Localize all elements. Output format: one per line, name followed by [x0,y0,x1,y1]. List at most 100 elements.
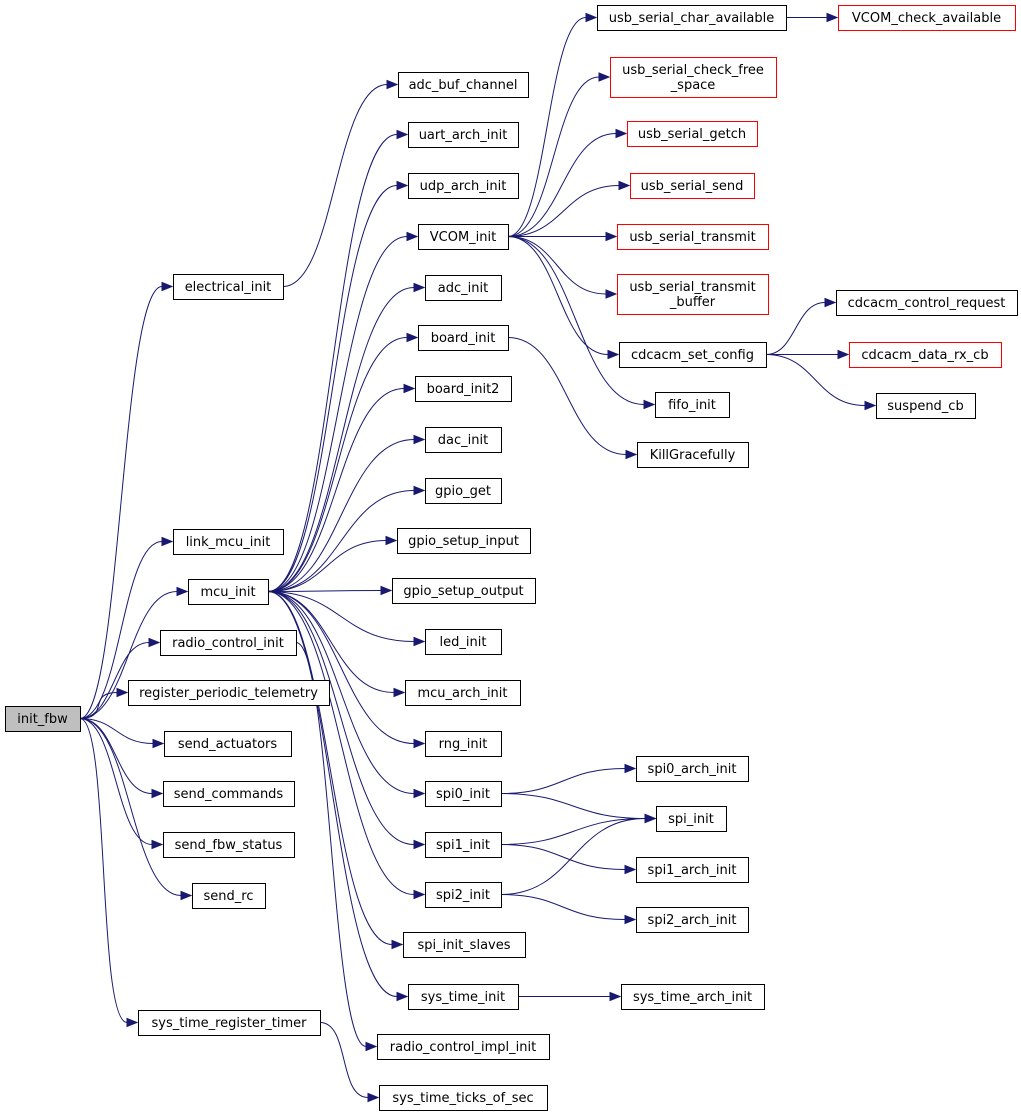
node-box [163,832,295,858]
node-sys-time-init[interactable]: sys_time_init [408,984,519,1010]
node-spi-init[interactable]: spi_init [656,806,727,832]
node-box [408,122,519,148]
node-gpio-get[interactable]: gpio_get [425,478,502,504]
node-killgracefully[interactable]: KillGracefully [637,442,749,468]
edge-vcom-init-to-usb-serial-char-available [507,12,598,237]
node-box [418,325,509,351]
node-usb-serial-check-free-space[interactable]: usb_serial_check_free_space [610,57,777,98]
node-init-fbw[interactable]: init_fbw [5,706,81,732]
node-spi-init-slaves[interactable]: spi_init_slaves [403,932,526,958]
node-label: usb_serial_send [641,179,744,194]
node-send-commands[interactable]: send_commands [163,781,295,807]
node-spi0-init[interactable]: spi0_init [425,781,502,807]
edge-init-fbw-to-send-actuators [79,718,165,749]
node-spi0-arch-init[interactable]: spi0_arch_init [636,756,749,782]
node-usb-serial-transmit-buffer[interactable]: usb_serial_transmit_buffer [617,274,769,315]
node-spi2-arch-init[interactable]: spi2_arch_init [636,907,749,933]
node-send-actuators[interactable]: send_actuators [164,731,292,757]
node-cdcacm-set-config[interactable]: cdcacm_set_config [619,342,767,368]
node-label: spi1_arch_init [648,863,737,878]
edge-electrical-init-to-adc-buf-channel [282,79,399,287]
node-suspend-cb[interactable]: suspend_cb [876,393,976,419]
node-cdcacm-control-request[interactable]: cdcacm_control_request [836,290,1018,316]
node-box [405,680,521,706]
node-vcom-init[interactable]: VCOM_init [418,224,509,250]
node-label: sys_time_ticks_of_sec [392,1091,533,1106]
edge-mcu-init-to-spi0-init [267,591,426,799]
node-adc-init[interactable]: adc_init [425,275,502,301]
node-label: send_commands [174,787,284,802]
node-label: board_init [431,331,496,346]
edge-mcu-init-to-sys-time-init [267,591,409,1002]
node-spi1-arch-init[interactable]: spi1_arch_init [636,857,749,883]
node-radio-control-impl-init[interactable]: radio_control_impl_init [377,1034,550,1060]
node-label: usb_serial_transmit [629,230,755,245]
node-spi1-init[interactable]: spi1_init [425,832,502,858]
edge-mcu-init-to-gpio-get [267,485,426,592]
edge-init-fbw-to-send-commands [79,718,164,799]
node-box [425,478,502,504]
node-box [415,376,512,402]
node-uart-arch-init[interactable]: uart_arch_init [408,122,519,148]
node-sys-time-ticks-of-sec[interactable]: sys_time_ticks_of_sec [379,1085,548,1111]
node-usb-serial-getch[interactable]: usb_serial_getch [627,121,758,147]
node-udp-arch-init[interactable]: udp_arch_init [408,173,519,199]
node-usb-serial-transmit[interactable]: usb_serial_transmit [617,224,769,250]
node-board-init[interactable]: board_init [418,325,509,351]
edge-vcom-init-to-usb-serial-send [507,180,631,237]
node-gpio-setup-input[interactable]: gpio_setup_input [397,528,531,554]
node-sys-time-arch-init[interactable]: sys_time_arch_init [621,984,765,1010]
node-sys-time-register-timer[interactable]: sys_time_register_timer [138,1010,321,1036]
node-box [617,274,769,315]
edge-mcu-init-to-dac-init [267,434,426,592]
node-fifo-init[interactable]: fifo_init [655,392,730,418]
edge-mcu-init-to-gpio-setup-output [267,585,393,596]
node-label: usb_serial_getch [638,127,746,142]
edge-init-fbw-to-link-mcu-init [79,536,174,719]
node-box [597,5,787,31]
node-box [656,806,727,832]
node-box [630,173,755,199]
edge-init-fbw-to-send-fbw-status [79,718,164,850]
node-rng-init[interactable]: rng_init [425,731,502,757]
node-vcom-check-available[interactable]: VCOM_check_available [838,5,1016,31]
node-register-periodic-telemetry[interactable]: register_periodic_telemetry [128,680,330,706]
node-box [425,781,502,807]
node-box [173,274,284,300]
node-board-init2[interactable]: board_init2 [415,376,512,402]
node-box [408,173,519,199]
node-box [849,342,1002,368]
node-spi2-init[interactable]: spi2_init [425,882,502,908]
node-radio-control-init[interactable]: radio_control_init [160,630,297,656]
node-adc-buf-channel[interactable]: adc_buf_channel [398,72,529,98]
node-led-init[interactable]: led_init [425,629,502,655]
node-label: spi0_init [436,787,490,802]
node-label: send_rc [204,889,254,904]
node-dac-init[interactable]: dac_init [425,427,502,453]
edge-mcu-init-to-led-init [267,591,426,647]
node-link-mcu-init[interactable]: link_mcu_init [173,529,284,555]
node-cdcacm-data-rx-cb[interactable]: cdcacm_data_rx_cb [849,342,1002,368]
edge-mcu-init-to-uart-arch-init [267,129,409,592]
edge-spi0-init-to-spi-init [500,793,657,824]
node-box [619,342,767,368]
node-label: mcu_init [200,585,255,600]
node-box [637,442,749,468]
node-usb-serial-send[interactable]: usb_serial_send [630,173,755,199]
node-send-rc[interactable]: send_rc [192,883,266,909]
node-usb-serial-char-available[interactable]: usb_serial_char_available [597,5,787,31]
node-label: suspend_cb [887,399,963,414]
edge-mcu-init-to-board-init2 [267,383,416,592]
node-box [836,290,1018,316]
edge-init-fbw-to-send-rc [79,718,193,901]
node-electrical-init[interactable]: electrical_init [173,274,284,300]
node-label: VCOM_check_available [852,11,1001,26]
node-mcu-arch-init[interactable]: mcu_arch_init [405,680,521,706]
node-gpio-setup-output[interactable]: gpio_setup_output [392,578,536,604]
node-label: board_init2 [427,382,500,397]
node-box [838,5,1016,31]
node-label: init_fbw [17,712,68,727]
node-mcu-init[interactable]: mcu_init [188,579,269,605]
node-send-fbw-status[interactable]: send_fbw_status [163,832,295,858]
node-box [392,578,536,604]
